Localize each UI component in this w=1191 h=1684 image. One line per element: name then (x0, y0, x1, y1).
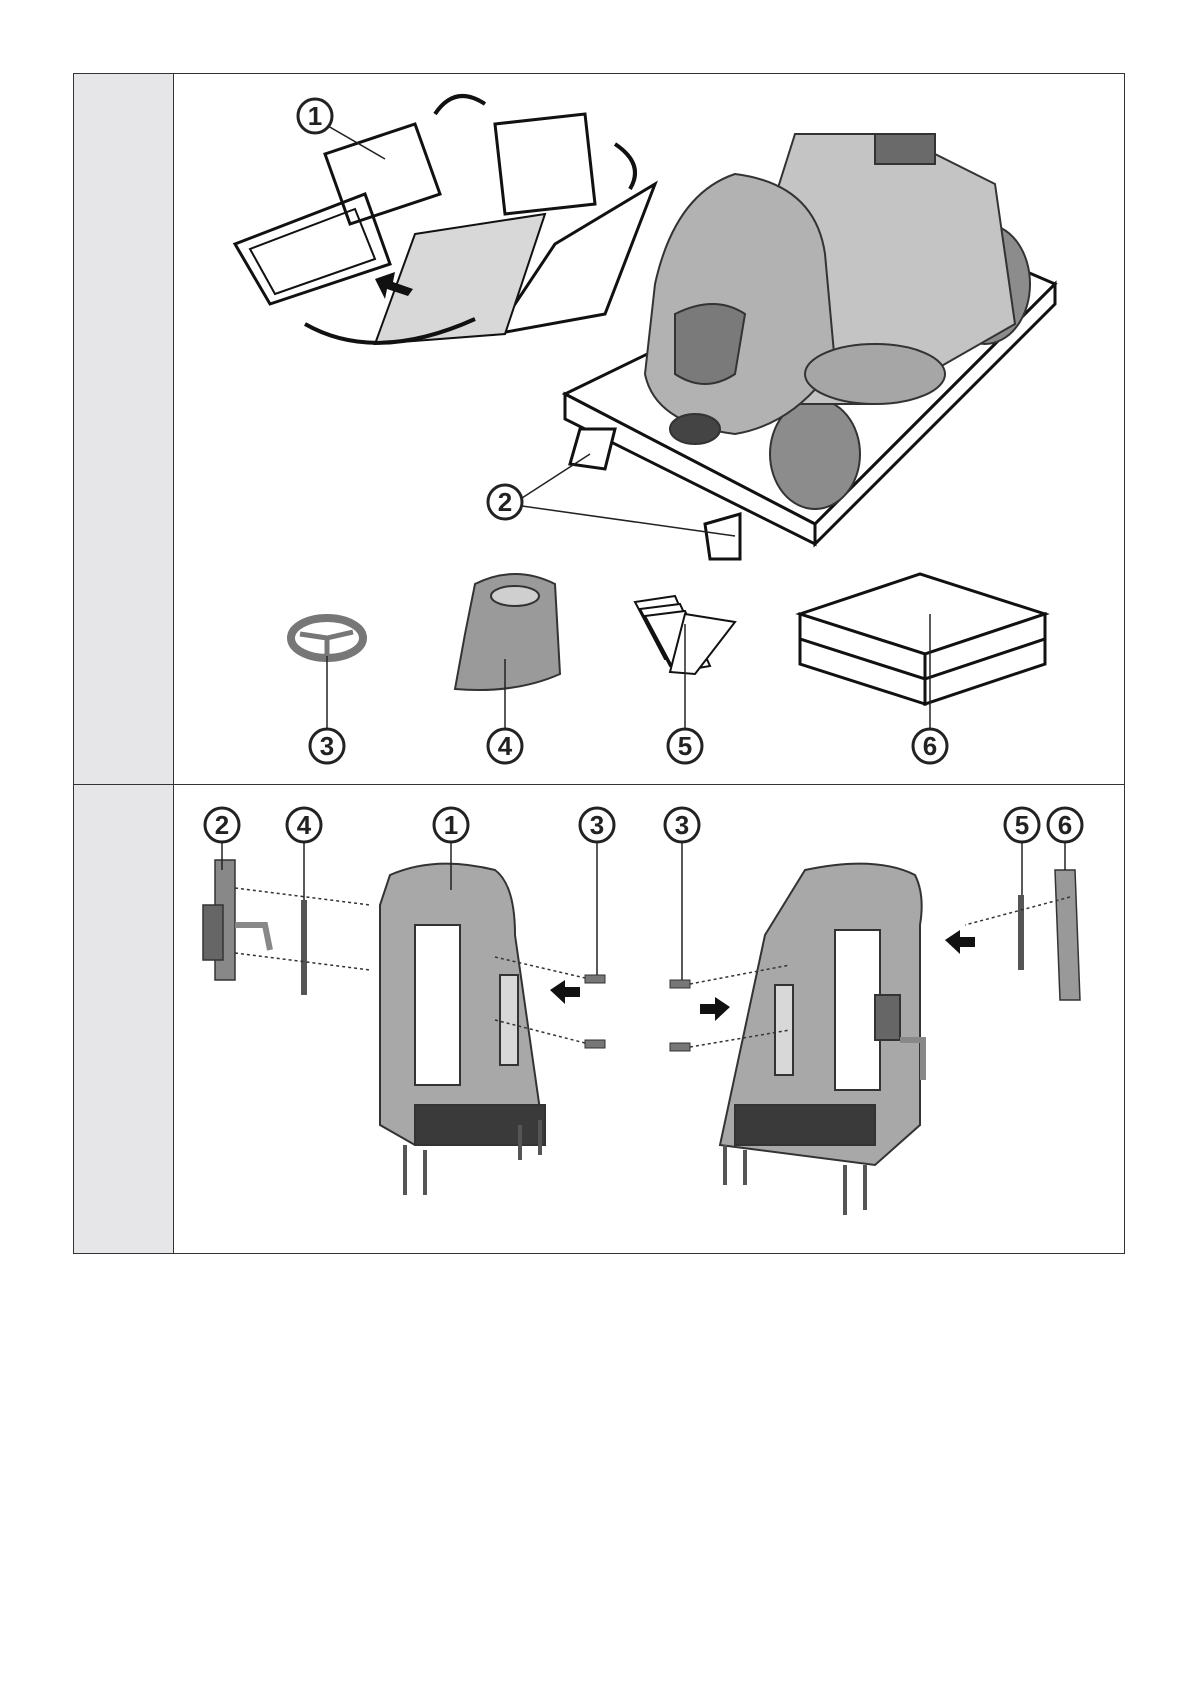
bracket-part-right (720, 864, 923, 1215)
right-assembly: 3 5 6 (665, 808, 1082, 1215)
steering-wheel-part (291, 618, 363, 658)
callout-3: 3 (580, 808, 614, 975)
rod-part-left (301, 900, 307, 995)
figure-table: 1 (73, 73, 1125, 1254)
svg-text:5: 5 (678, 731, 692, 761)
callout-3: 3 (665, 808, 699, 980)
callout-6: 6 (1048, 808, 1082, 870)
svg-text:2: 2 (498, 487, 512, 517)
seat-part (455, 574, 560, 690)
rod-part-right (1018, 895, 1024, 970)
opened-crate (235, 114, 655, 344)
left-assembly: 2 4 1 3 (203, 808, 614, 1195)
callout-3: 3 (310, 656, 344, 763)
callout-5: 5 (1005, 808, 1039, 895)
arrow-push-icon (550, 980, 580, 1004)
svg-text:3: 3 (675, 810, 689, 840)
svg-text:3: 3 (590, 810, 604, 840)
svg-text:6: 6 (923, 731, 937, 761)
sidebar-column (74, 74, 174, 1253)
bracket-assembly-illustration: 2 4 1 3 (175, 785, 1123, 1253)
arrow-push-icon (700, 997, 730, 1021)
svg-text:6: 6 (1058, 810, 1072, 840)
box-part (800, 574, 1045, 704)
svg-text:4: 4 (498, 731, 513, 761)
bolt-part-left (585, 975, 605, 1048)
svg-text:2: 2 (215, 810, 229, 840)
plate-part-left (203, 860, 270, 980)
svg-text:4: 4 (297, 810, 312, 840)
callout-4: 4 (287, 808, 321, 900)
svg-text:1: 1 (308, 101, 322, 131)
plate-part-right (1055, 870, 1080, 1000)
arrow-push-icon (945, 930, 975, 954)
svg-text:1: 1 (444, 810, 458, 840)
unpacking-illustration: 1 (175, 74, 1123, 784)
bolt-part-right (670, 980, 690, 1051)
svg-text:5: 5 (1015, 810, 1029, 840)
bracket-part-left (380, 864, 545, 1195)
svg-text:3: 3 (320, 731, 334, 761)
